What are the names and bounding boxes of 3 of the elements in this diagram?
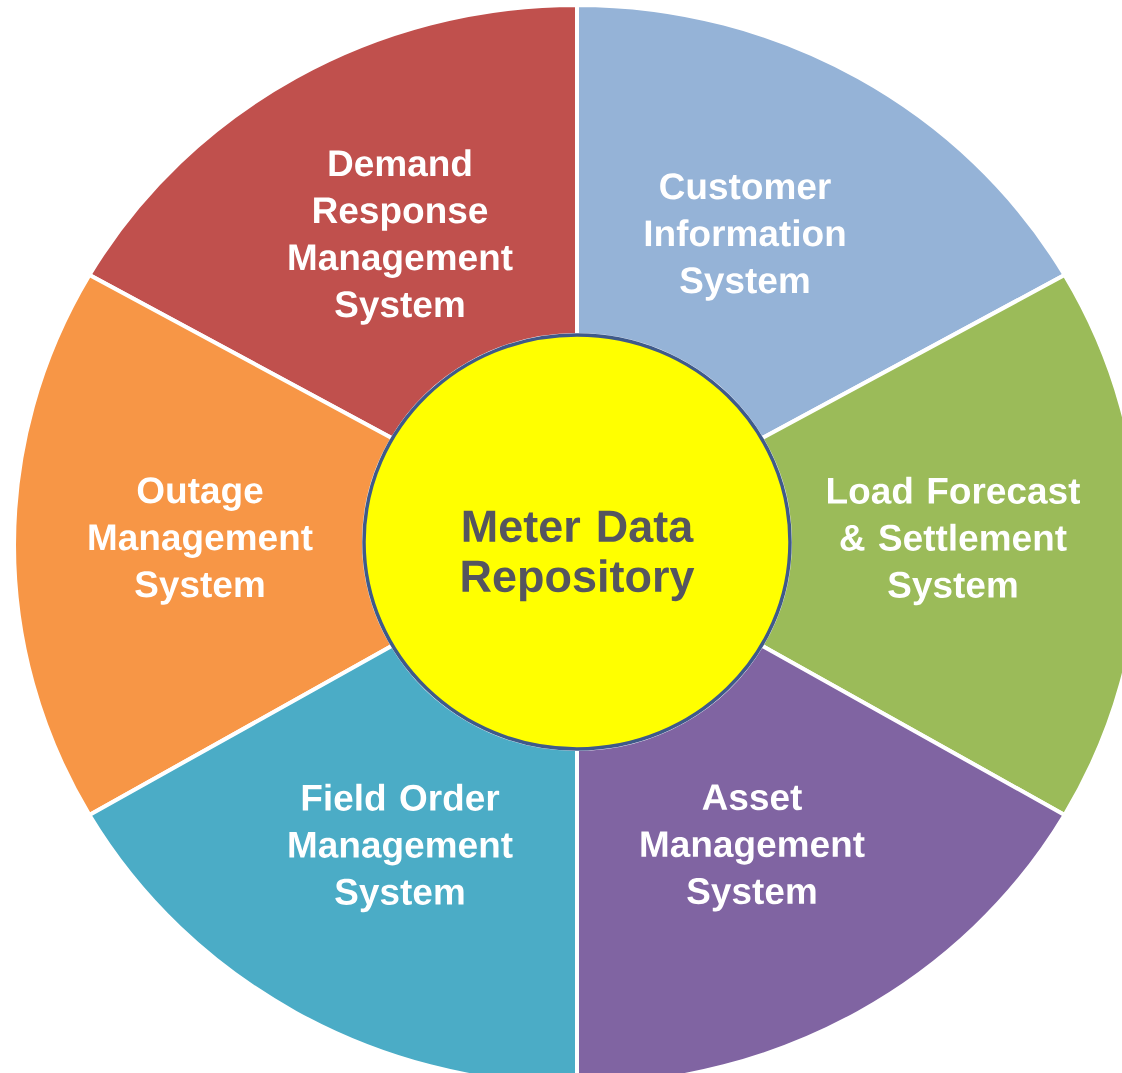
segment: Customer Information System xyxy=(575,3,1067,441)
segment: Demand Response Management System xyxy=(87,3,579,441)
segment: Asset Management System xyxy=(575,643,1067,1073)
